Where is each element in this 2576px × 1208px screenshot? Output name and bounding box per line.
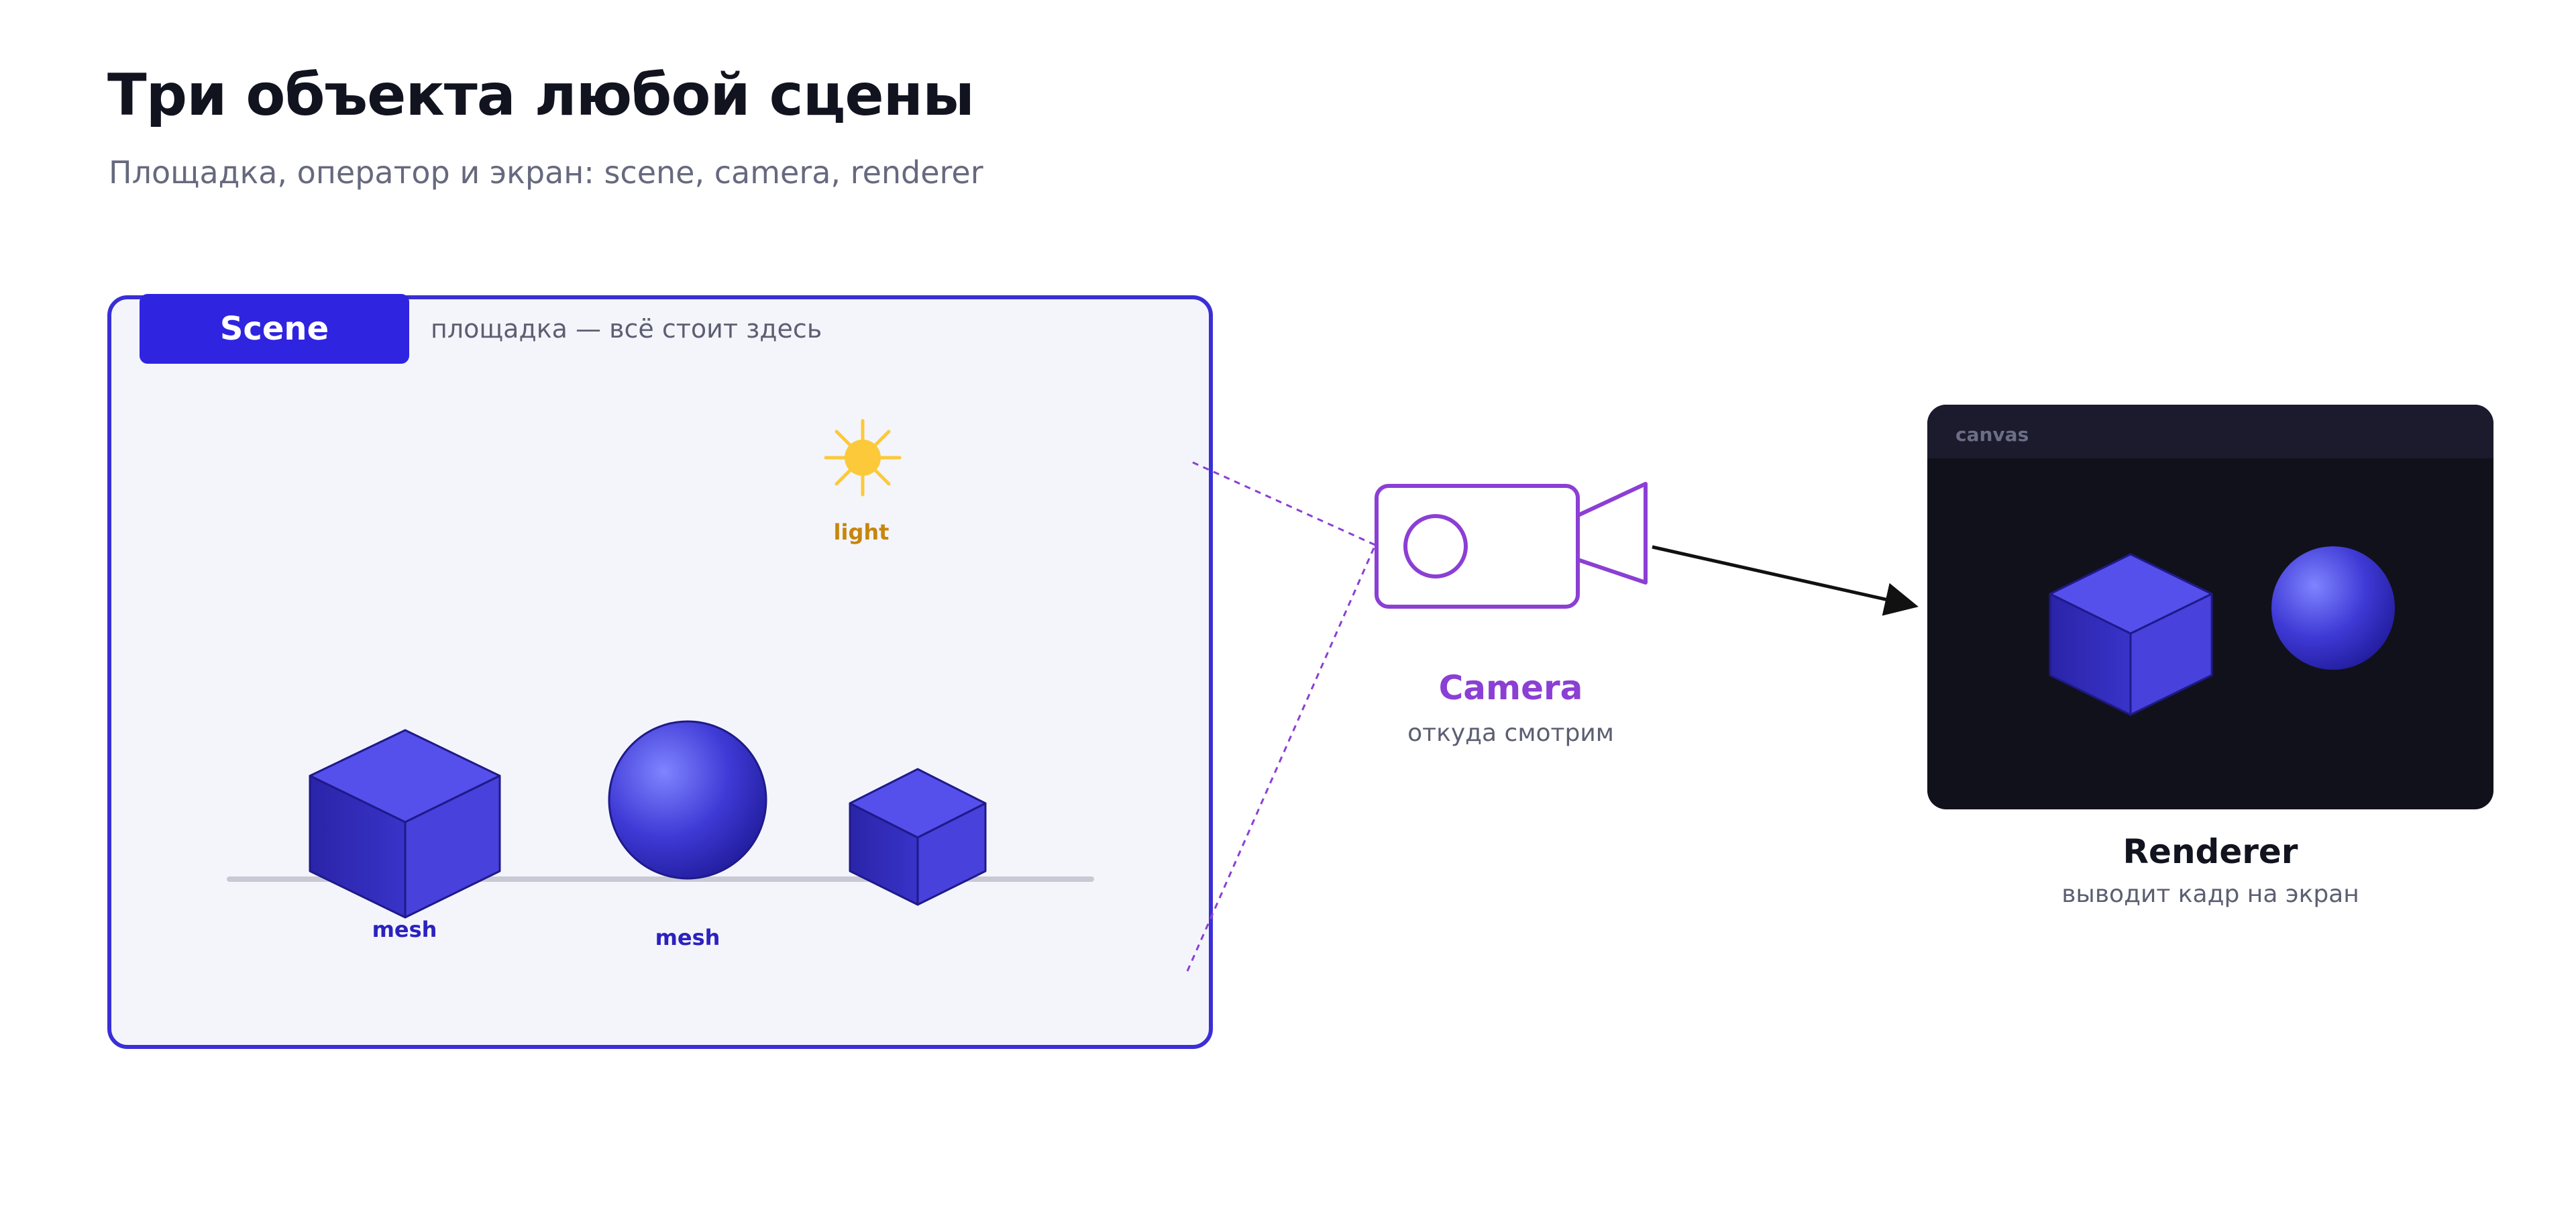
mesh-label-cube: mesh [372, 917, 437, 942]
rendered-cube [2049, 553, 2213, 716]
sun-icon [824, 419, 902, 497]
cube-mesh-large [309, 729, 501, 919]
light-label: light [833, 519, 890, 545]
arrow-icon [1652, 545, 1919, 616]
sphere-mesh [608, 720, 767, 880]
scene-caption: площадка — всё стоит здесь [431, 314, 822, 344]
cube-mesh-small [849, 768, 987, 906]
camera-title: Camera [1438, 668, 1583, 707]
scene-panel [107, 295, 1213, 1049]
canvas-title-bar [1927, 405, 2493, 458]
page-title: Три объекта любой сцены [107, 62, 975, 129]
rendered-sphere [2271, 546, 2395, 670]
renderer-title: Renderer [2123, 832, 2298, 871]
renderer-subtitle: выводит кадр на экран [2061, 880, 2359, 908]
page-subtitle: Площадка, оператор и экран: scene, camer… [109, 154, 983, 191]
canvas-label: canvas [1955, 423, 2029, 446]
mesh-label-sphere: mesh [655, 925, 720, 950]
camera-icon [1375, 482, 1648, 609]
camera-frustum-lines [1186, 461, 1377, 972]
scene-tag: Scene [140, 294, 409, 364]
camera-subtitle: откуда смотрим [1407, 719, 1614, 747]
